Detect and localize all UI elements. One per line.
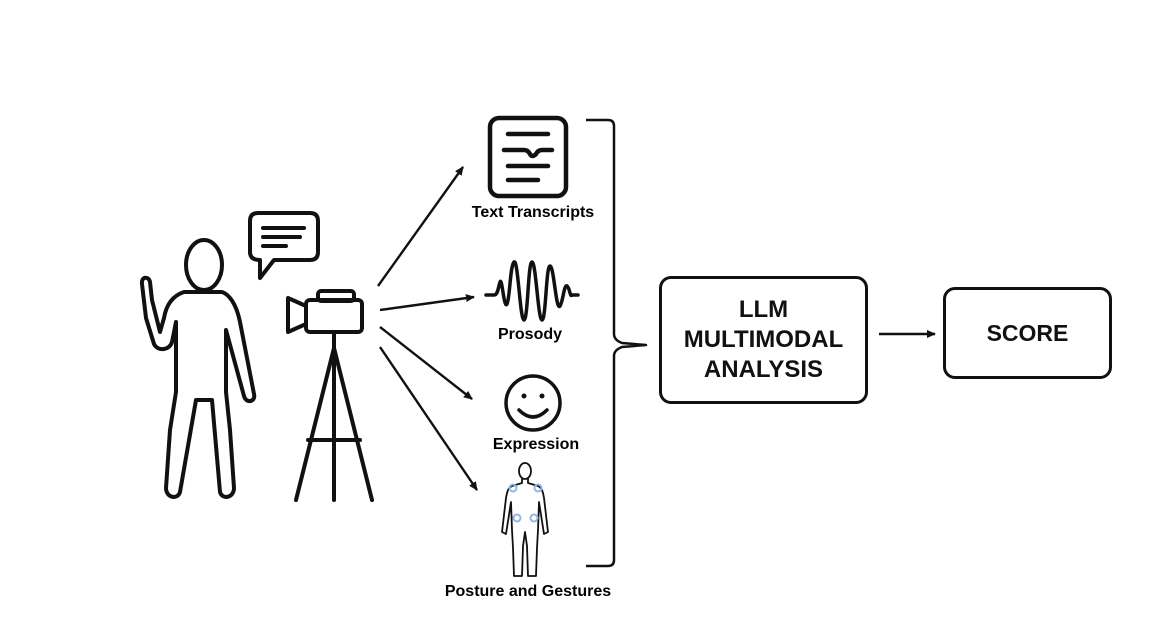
- input-group-brace: [586, 118, 648, 568]
- sound-wave-icon: [484, 260, 580, 322]
- score-box: SCORE: [943, 287, 1112, 379]
- speech-bubble-icon: [248, 211, 320, 280]
- person-figure: [139, 238, 257, 499]
- label-text-transcripts: Text Transcripts: [471, 204, 595, 221]
- label-expression: Expression: [492, 436, 580, 453]
- arrow-to-posture: [379, 346, 478, 491]
- llm-line-1: LLM: [738, 296, 789, 323]
- smiley-face-icon: [504, 374, 562, 432]
- body-joints-icon: [501, 462, 549, 577]
- llm-analysis-box: LLM MULTIMODAL ANALYSIS: [659, 276, 868, 404]
- joint-markers: [508, 483, 543, 523]
- camera-tripod-icon: [286, 289, 374, 502]
- label-posture-gestures: Posture and Gestures: [444, 583, 612, 600]
- label-prosody: Prosody: [497, 326, 563, 343]
- arrow-to-expression: [379, 326, 473, 400]
- arrow-to-prosody: [379, 294, 475, 312]
- arrow-to-text: [377, 166, 464, 287]
- llm-line-3: ANALYSIS: [703, 356, 824, 383]
- document-icon: [487, 115, 569, 199]
- score-label: SCORE: [986, 319, 1069, 346]
- input-arrows: [377, 166, 478, 491]
- llm-line-2: MULTIMODAL: [683, 326, 844, 353]
